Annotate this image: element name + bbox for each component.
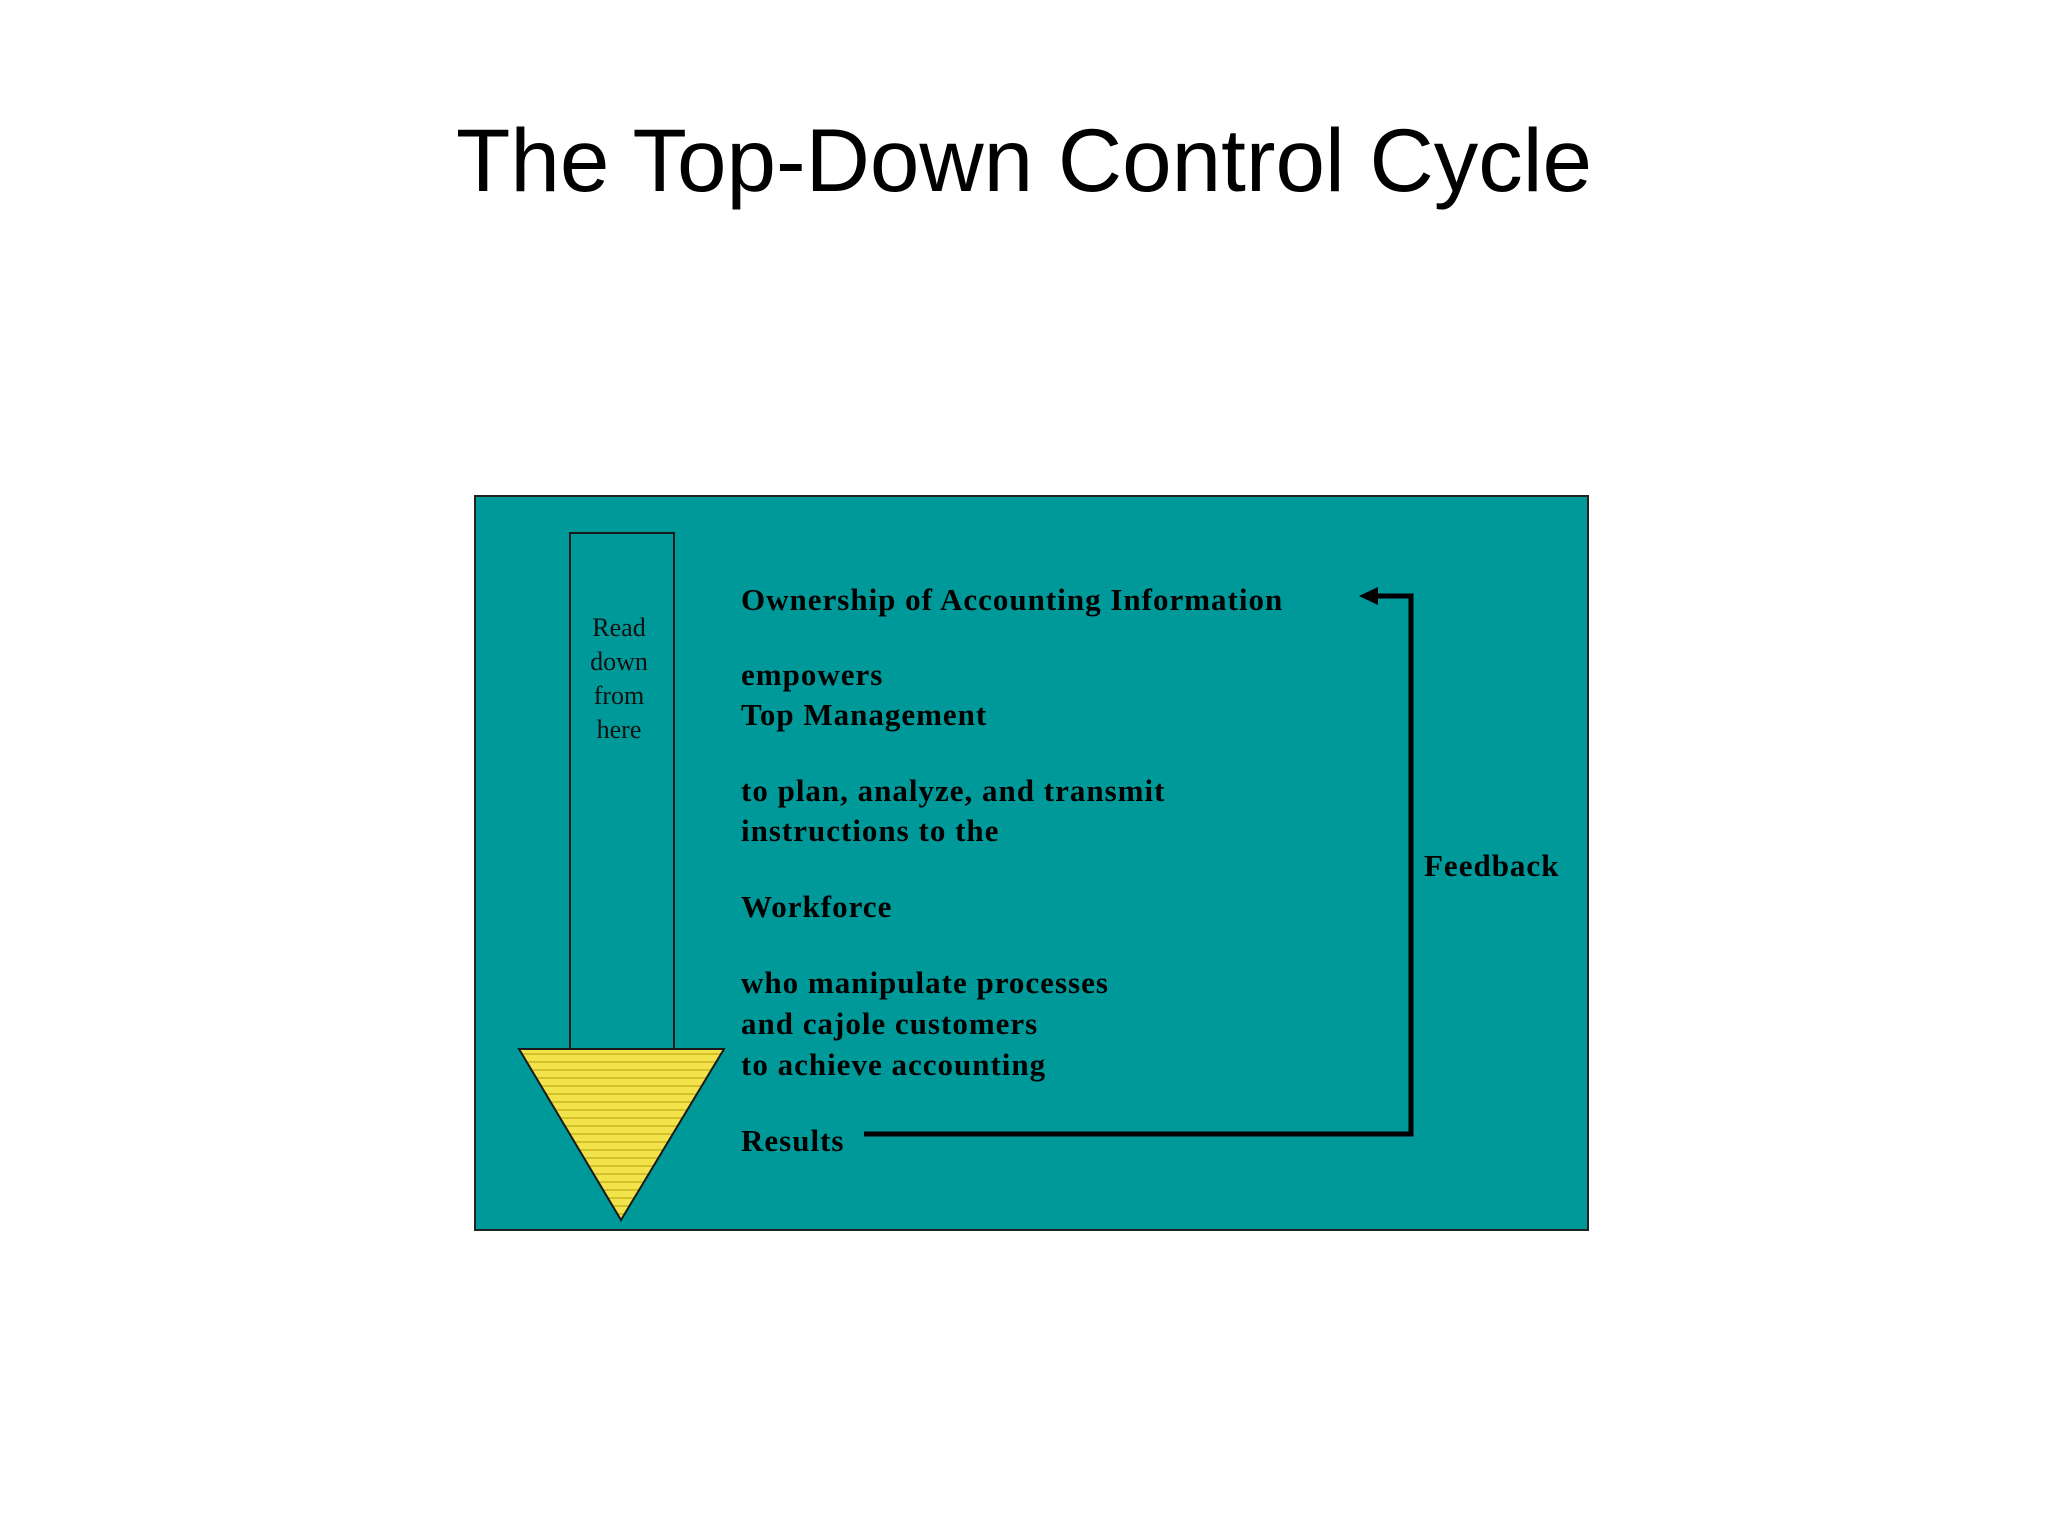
arrow-label-line3: from xyxy=(593,681,645,710)
feedback-label: Feedback xyxy=(1424,848,1560,883)
step-top-management: Top Management xyxy=(741,697,988,732)
down-arrow-head xyxy=(517,1048,726,1222)
step-manipulate-line1: who manipulate processes xyxy=(741,965,1109,1000)
step-results: Results xyxy=(741,1123,845,1158)
step-ownership: Ownership of Accounting Information xyxy=(741,582,1284,617)
feedback-loop-line xyxy=(864,593,1414,1137)
step-plan-line1: to plan, analyze, and transmit xyxy=(741,773,1166,808)
feedback-arrowhead-icon xyxy=(1359,587,1378,605)
slide-title: The Top-Down Control Cycle xyxy=(455,110,1593,210)
step-plan-line2: instructions to the xyxy=(741,813,1000,848)
arrow-label-line1: Read xyxy=(592,613,646,642)
arrow-label-line2: down xyxy=(590,647,648,676)
step-manipulate-line3: to achieve accounting xyxy=(741,1047,1047,1082)
arrow-label-line4: here xyxy=(596,715,642,744)
step-workforce: Workforce xyxy=(741,889,893,924)
step-manipulate-line2: and cajole customers xyxy=(741,1006,1039,1041)
step-empowers: empowers xyxy=(741,657,884,692)
down-arrow-shaft xyxy=(569,532,675,1050)
